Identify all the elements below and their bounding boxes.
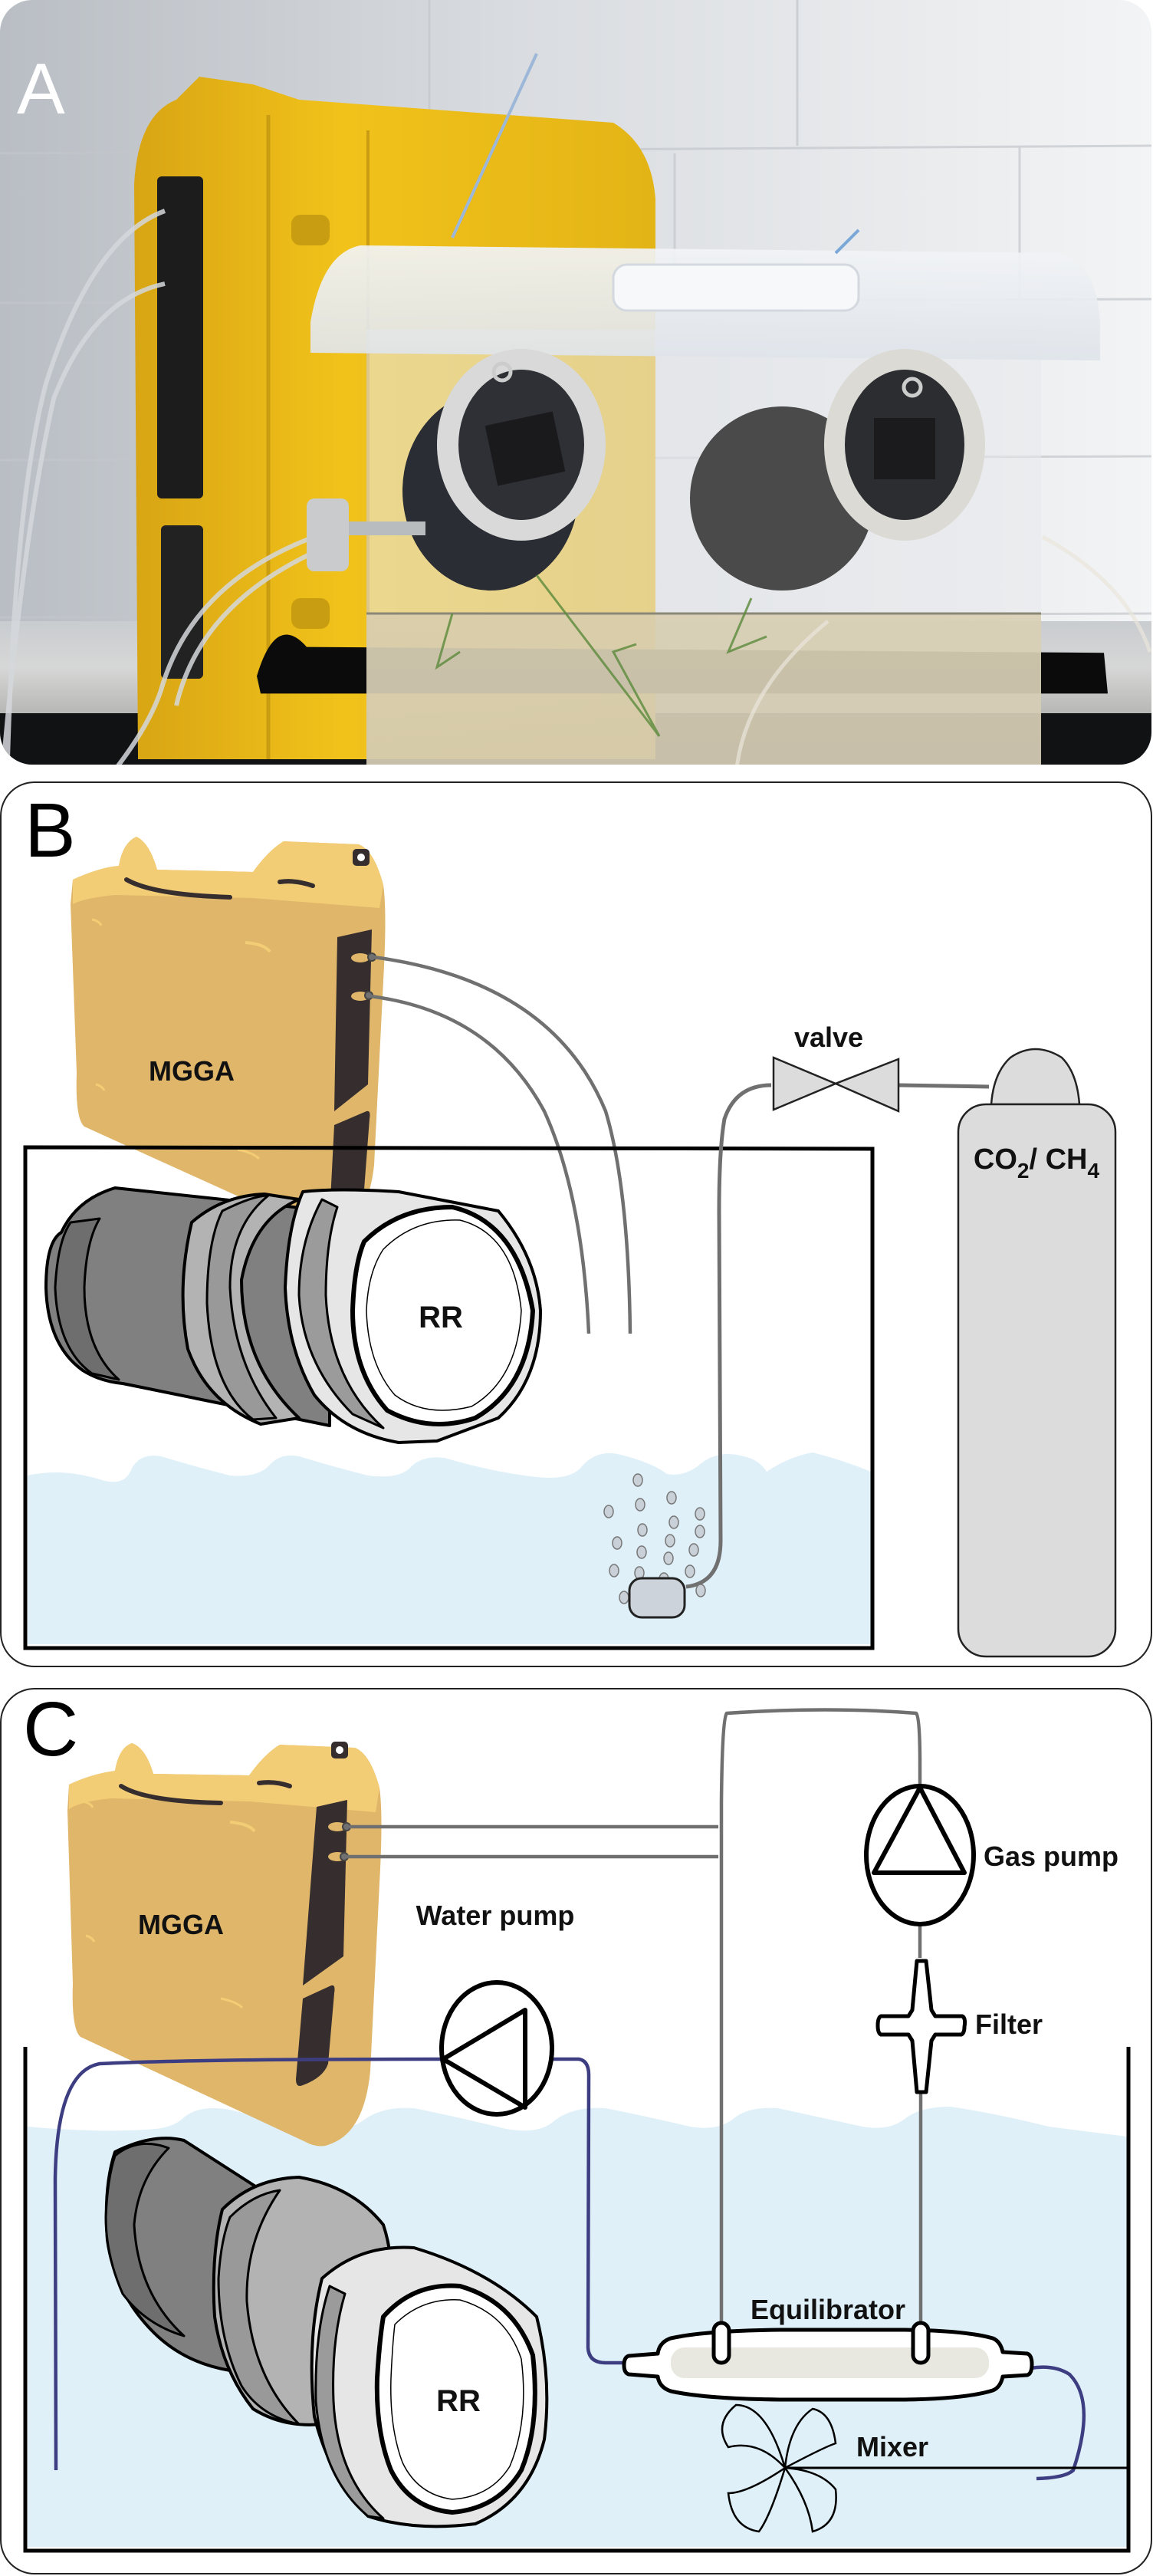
bubbles <box>603 1473 706 1604</box>
sensor-photo-left <box>402 349 606 591</box>
water-pump: Water pump <box>416 1900 575 2117</box>
water-b <box>28 1452 871 1644</box>
panel-c-schematic: C MGGA Gas pump F <box>0 1688 1153 2575</box>
schematic-b: B MGGA RR <box>0 781 1152 1667</box>
cylinder-label-sub4: 4 <box>1088 1159 1100 1183</box>
mgga-tubes <box>364 952 632 1334</box>
valve-label: valve <box>794 1022 863 1053</box>
zip-tie <box>834 229 860 255</box>
mixer-label: Mixer <box>856 2431 928 2462</box>
mgga-analyzer: MGGA <box>71 837 386 1233</box>
supply-tube <box>685 1083 990 1589</box>
zip-tie <box>451 53 538 239</box>
cylinder-label-sub2: 2 <box>1017 1159 1030 1183</box>
panel-letter-a: A <box>17 48 65 129</box>
equilibrator-label: Equilibrator <box>751 2294 905 2325</box>
internal-tubing <box>734 535 1151 765</box>
cylinder-label-co: CO <box>974 1143 1017 1176</box>
panel-letter-c: C <box>23 1688 78 1772</box>
photo-setup: A <box>0 0 1151 765</box>
cylinder-label-ch: CH <box>1046 1143 1088 1176</box>
panel-a-photo: A <box>0 0 1153 765</box>
tank-b-walls <box>23 1145 875 1650</box>
sensor-photo-right <box>690 349 985 591</box>
filter: Filter <box>875 1959 1043 2094</box>
gas-cylinder: CO2/ CH4 <box>957 1048 1117 1658</box>
equilibrator: Equilibrator <box>622 2294 1034 2402</box>
airstone <box>628 1577 686 1619</box>
water-pump-label: Water pump <box>416 1900 575 1931</box>
green-wires <box>435 574 767 737</box>
mgga-analyzer-c: MGGA <box>67 1742 382 2147</box>
gas-pump-label: Gas pump <box>984 1841 1119 1872</box>
panel-letter-b: B <box>25 788 76 873</box>
mgga-label-c: MGGA <box>138 1909 224 1940</box>
rr-label-c: RR <box>436 2384 481 2418</box>
cylinder-label-sep: / <box>1029 1143 1045 1176</box>
mixer-propeller <box>721 2403 837 2533</box>
mgga-label: MGGA <box>149 1055 235 1087</box>
mgga-port-panel <box>334 929 372 1111</box>
rr-sensor-b: RR <box>44 1186 542 1444</box>
mgga-body <box>71 837 386 1233</box>
gas-pump: Gas pump <box>864 1784 1119 1926</box>
schematic-c: C MGGA Gas pump F <box>0 1688 1152 2574</box>
cable-gland-photo <box>307 498 425 571</box>
tank-c-walls <box>23 2047 1131 2553</box>
equilibrator-membrane <box>671 2347 989 2378</box>
photo-tubing <box>2 209 316 765</box>
cylinder-label: CO2/ CH4 <box>974 1143 1100 1183</box>
rr-label: RR <box>419 1301 463 1334</box>
panel-b-schematic: B MGGA RR <box>0 781 1153 1668</box>
filter-label: Filter <box>975 2008 1043 2040</box>
valve: valve <box>772 1022 900 1113</box>
water-line <box>53 2057 1086 2481</box>
rr-sensor-c: RR <box>104 2137 549 2528</box>
mixer: Mixer <box>721 2403 1127 2533</box>
